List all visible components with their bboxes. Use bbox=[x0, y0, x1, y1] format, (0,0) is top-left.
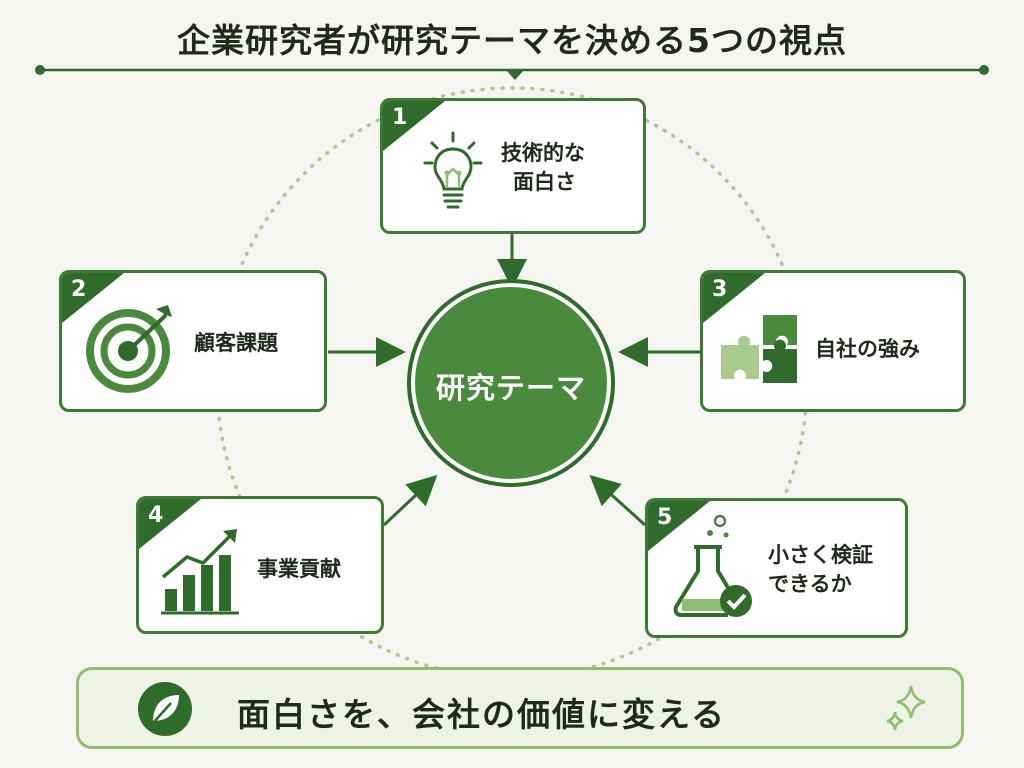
puzzle-icon bbox=[721, 315, 797, 383]
arrow-4 bbox=[382, 474, 438, 527]
perspective-label-3: 自社の強み bbox=[815, 335, 920, 364]
badge-number: 1 bbox=[392, 105, 408, 130]
target-icon bbox=[86, 305, 172, 393]
badge-number: 4 bbox=[148, 503, 164, 528]
label-line-1: 顧客課題 bbox=[194, 331, 278, 355]
center-label: 研究テーマ bbox=[435, 371, 586, 405]
label-line-2: できるか bbox=[768, 572, 852, 596]
perspective-card-3: 3 自社の強み bbox=[700, 270, 966, 412]
badge-number: 2 bbox=[71, 277, 87, 302]
label-line-1: 自社の強み bbox=[815, 337, 920, 361]
sparkle-icon bbox=[886, 685, 926, 731]
leaf-icon bbox=[138, 682, 192, 736]
perspective-label-2: 顧客課題 bbox=[194, 329, 278, 358]
perspective-label-4: 事業貢献 bbox=[257, 555, 341, 584]
arrow-5 bbox=[589, 474, 647, 527]
perspective-label-5: 小さく検証 できるか bbox=[768, 541, 873, 599]
perspective-label-1: 技術的な 面白さ bbox=[501, 139, 585, 197]
label-line-1: 事業貢献 bbox=[257, 557, 341, 581]
perspective-card-4: 4 事業貢献 bbox=[136, 496, 384, 634]
page-title: 企業研究者が研究テーマを決める5つの視点 bbox=[177, 21, 847, 60]
growth-chart-icon bbox=[161, 529, 239, 615]
center-node: 研究テーマ bbox=[411, 283, 611, 483]
title-divider bbox=[35, 65, 989, 80]
badge-number: 3 bbox=[712, 277, 728, 302]
flask-check-icon bbox=[673, 514, 752, 617]
badge-number: 5 bbox=[657, 505, 673, 530]
perspective-card-2: 2 顧客課題 bbox=[59, 270, 327, 412]
label-line-2: 面白さ bbox=[513, 170, 576, 194]
lightbulb-icon bbox=[423, 131, 483, 209]
banner-text: 面白さを、会社の価値に変える bbox=[237, 695, 727, 734]
label-line-1: 小さく検証 bbox=[768, 543, 873, 567]
label-line-1: 技術的な bbox=[501, 141, 585, 165]
bottom-banner: 面白さを、会社の価値に変える bbox=[76, 667, 964, 749]
perspective-card-5: 5 小さく検証 できるか bbox=[645, 498, 908, 638]
perspective-card-1: 1 技術的な 面白さ bbox=[380, 98, 646, 234]
